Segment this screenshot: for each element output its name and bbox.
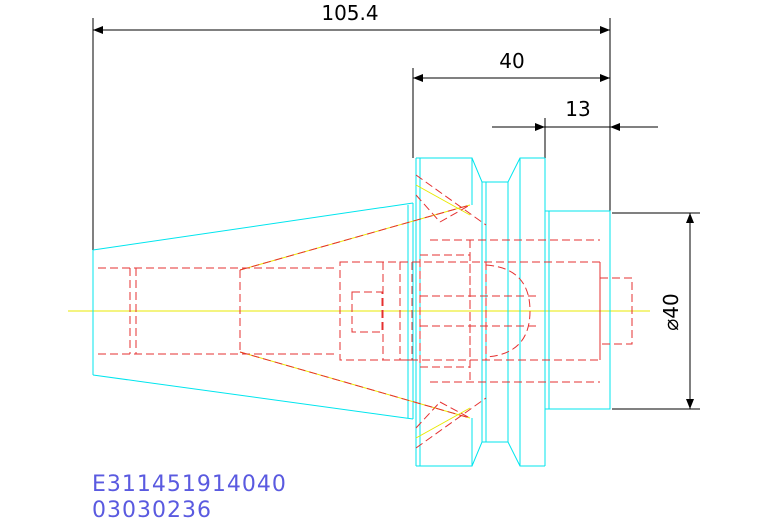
hidden-lines (98, 174, 633, 449)
dimension-shank-label: 13 (565, 97, 590, 121)
dimension-overall-label: 105.4 (321, 1, 378, 25)
part-code-line-1: E311451914040 (92, 472, 287, 497)
dimension-flange (412, 68, 610, 158)
dimension-flange-label: 40 (499, 49, 524, 73)
dimension-diameter-label: ⌀40 (659, 293, 683, 331)
dimension-diameter (612, 212, 700, 410)
dimension-shank (492, 118, 658, 158)
part-outline (92, 157, 611, 467)
dimension-overall (92, 18, 611, 250)
part-code-line-2: 03030236 (92, 498, 212, 523)
